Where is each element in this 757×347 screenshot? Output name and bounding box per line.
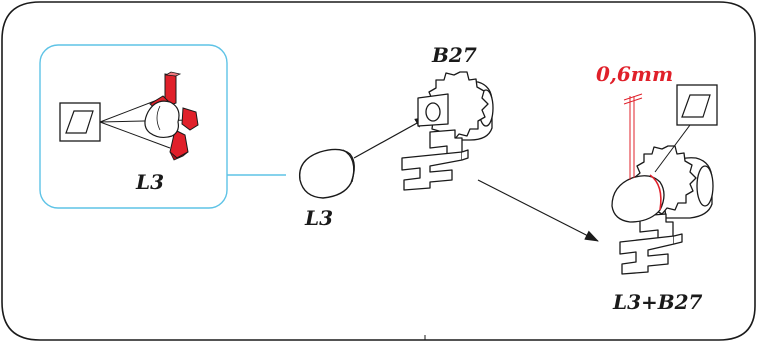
arrow-b27-to-assembly (477, 179, 599, 242)
part-l3 (298, 148, 355, 199)
label-detail-l3: L3 (136, 170, 164, 194)
detail-callout-frame (39, 44, 228, 209)
part-b27 (401, 71, 494, 191)
gap-dimension (623, 93, 643, 180)
detail-l3-clip (144, 71, 199, 161)
label-assembly: L3+B27 (613, 290, 703, 314)
assembly-pointer-line (654, 124, 691, 173)
glue-surface-icon (59, 102, 101, 142)
glue-surface-icon (676, 84, 718, 126)
arrow-l3-to-b27 (353, 116, 429, 159)
label-l3: L3 (305, 206, 333, 230)
outer-frame (1, 1, 756, 341)
label-gap: 0,6mm (596, 62, 674, 86)
assembly-l3-b27 (611, 145, 714, 275)
label-b27: B27 (432, 43, 477, 67)
